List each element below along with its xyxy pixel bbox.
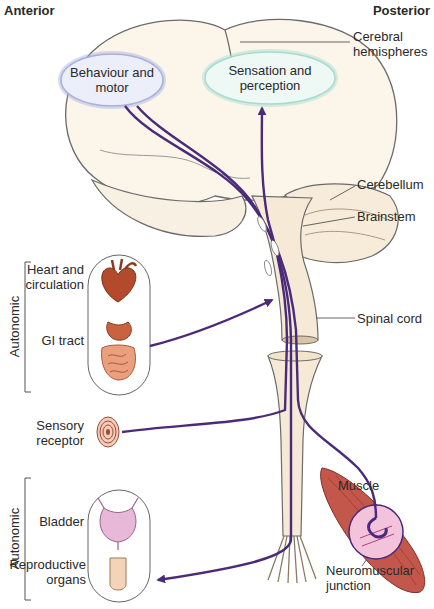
synapse-mark — [263, 259, 273, 276]
oval-shape — [61, 54, 163, 106]
part-label: Cerebral hemispheres — [353, 29, 433, 59]
bladder-illustration — [100, 508, 136, 542]
part-label: Cerebellum — [357, 177, 433, 192]
part-label: Muscle — [338, 478, 408, 493]
part-label: Bladder — [18, 514, 84, 529]
receptor-illustration — [100, 421, 116, 443]
region-label: Sensation and perception — [212, 63, 328, 93]
cord-cut — [268, 351, 322, 361]
bladder-ducts — [98, 498, 138, 550]
autonomic-pathway — [137, 106, 291, 580]
brainstem-shape — [252, 196, 318, 340]
motor-pathway — [125, 106, 376, 518]
receptor-illustration — [106, 429, 110, 435]
part-label: Reproductive organs — [0, 557, 86, 587]
organ-panel — [88, 490, 150, 602]
oval-text-wrap: Behaviour and motor — [58, 51, 166, 109]
part-label: Heart and circulation — [18, 262, 84, 292]
reproductive-illustration — [110, 558, 126, 590]
synapse-mark — [256, 215, 268, 232]
junction-magnifier — [349, 505, 403, 559]
cauda-equina — [268, 536, 316, 583]
intestine-coils — [108, 354, 128, 372]
spinal-cord-lower — [268, 356, 322, 536]
sensory-pathway — [122, 108, 287, 432]
oval-shape — [205, 52, 335, 104]
group-label: Autonomic — [7, 489, 22, 589]
part-label: Sensory receptor — [18, 418, 84, 448]
synapse-mark — [269, 239, 280, 256]
heart-illustration — [102, 268, 136, 302]
cord-cut — [282, 336, 318, 344]
brain-sulcus — [100, 150, 250, 178]
region-label: Behaviour and motor — [68, 65, 156, 95]
temporal-lobe — [92, 180, 246, 236]
heart-vessels — [112, 259, 136, 270]
visceral-afferent-pathway — [150, 300, 272, 346]
part-label: Spinal cord — [357, 311, 433, 326]
nerve-terminal — [369, 518, 387, 537]
oval-glow — [205, 52, 335, 104]
oval-glow — [61, 54, 163, 106]
part-label: Anterior — [4, 3, 94, 18]
receptor-illustration — [103, 425, 113, 439]
part-label: GI tract — [18, 333, 84, 348]
intestine-illustration — [102, 345, 136, 380]
group-label: Autonomic — [7, 277, 22, 377]
oval-text-wrap: Sensation and perception — [202, 49, 338, 107]
stomach-illustration — [107, 322, 132, 340]
part-label: Neuromuscular junction — [326, 563, 430, 593]
organ-panel — [88, 255, 150, 395]
cerebrum-outline — [66, 19, 397, 204]
group-bracket — [25, 262, 31, 600]
part-label: Brainstem — [357, 209, 433, 224]
region-oval: Behaviour and motor — [58, 51, 166, 109]
junction-folds — [360, 526, 394, 546]
part-label: Posterior — [340, 3, 430, 18]
region-oval: Sensation and perception — [202, 49, 338, 107]
receptor-illustration — [97, 417, 119, 447]
